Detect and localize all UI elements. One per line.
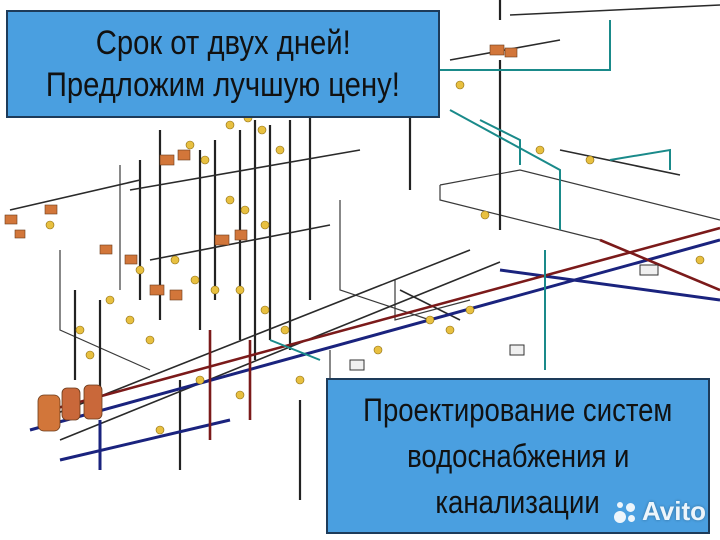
- banner-top-line2: Предложим лучшую цену!: [45, 66, 401, 104]
- banner-top: Срок от двух дней! Предложим лучшую цену…: [6, 10, 440, 118]
- watermark-text: Avito: [642, 496, 707, 526]
- banner-bottom: Проектирование систем водоснабжения и ка…: [326, 378, 710, 534]
- avito-watermark: Avito: [612, 496, 706, 527]
- banner-bottom-line1: Проектирование систем: [363, 392, 673, 428]
- banner-bottom-line3: канализации: [435, 484, 601, 520]
- banner-bottom-line2: водоснабжения и: [406, 438, 630, 474]
- avito-logo-icon: [612, 499, 638, 525]
- banner-top-line1: Срок от двух дней!: [95, 24, 351, 62]
